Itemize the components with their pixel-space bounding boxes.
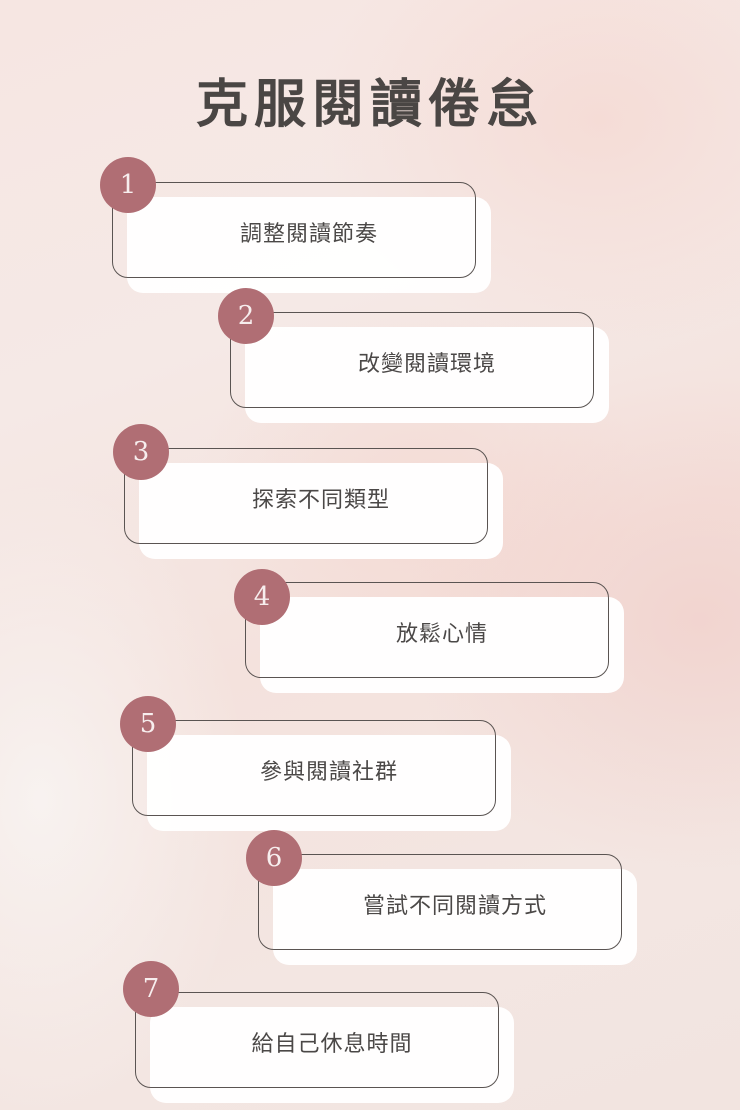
card-outline xyxy=(124,448,488,544)
step-number-badge-5: 5 xyxy=(120,696,176,752)
step-card-7: 給自己休息時間 xyxy=(135,992,514,1103)
step-number-badge-6: 6 xyxy=(246,830,302,886)
step-number-badge-4: 4 xyxy=(234,569,290,625)
card-outline xyxy=(112,182,476,278)
step-label: 嘗試不同閱讀方式 xyxy=(362,893,547,919)
step-card-4: 放鬆心情 xyxy=(245,582,624,693)
card-outline xyxy=(258,854,622,950)
step-card-1: 調整閱讀節奏 xyxy=(112,182,491,293)
card-outline xyxy=(135,992,499,1088)
step-number-badge-7: 7 xyxy=(123,961,179,1017)
step-card-3: 探索不同類型 xyxy=(124,448,503,559)
step-card-6: 嘗試不同閱讀方式 xyxy=(258,854,637,965)
step-label: 改變閱讀環境 xyxy=(357,351,496,377)
step-card-5: 參與閱讀社群 xyxy=(132,720,511,831)
step-number-badge-2: 2 xyxy=(218,288,274,344)
step-label: 參與閱讀社群 xyxy=(259,759,398,785)
step-label: 探索不同類型 xyxy=(251,487,390,513)
step-label: 放鬆心情 xyxy=(395,621,488,647)
step-label: 調整閱讀節奏 xyxy=(239,221,378,247)
step-number-badge-1: 1 xyxy=(100,157,156,213)
page-title: 克服閱讀倦怠 xyxy=(195,74,544,135)
card-outline xyxy=(245,582,609,678)
card-outline xyxy=(132,720,496,816)
step-number-badge-3: 3 xyxy=(113,424,169,480)
card-outline xyxy=(230,312,594,408)
step-label: 給自己休息時間 xyxy=(251,1031,413,1057)
step-card-2: 改變閱讀環境 xyxy=(230,312,609,423)
